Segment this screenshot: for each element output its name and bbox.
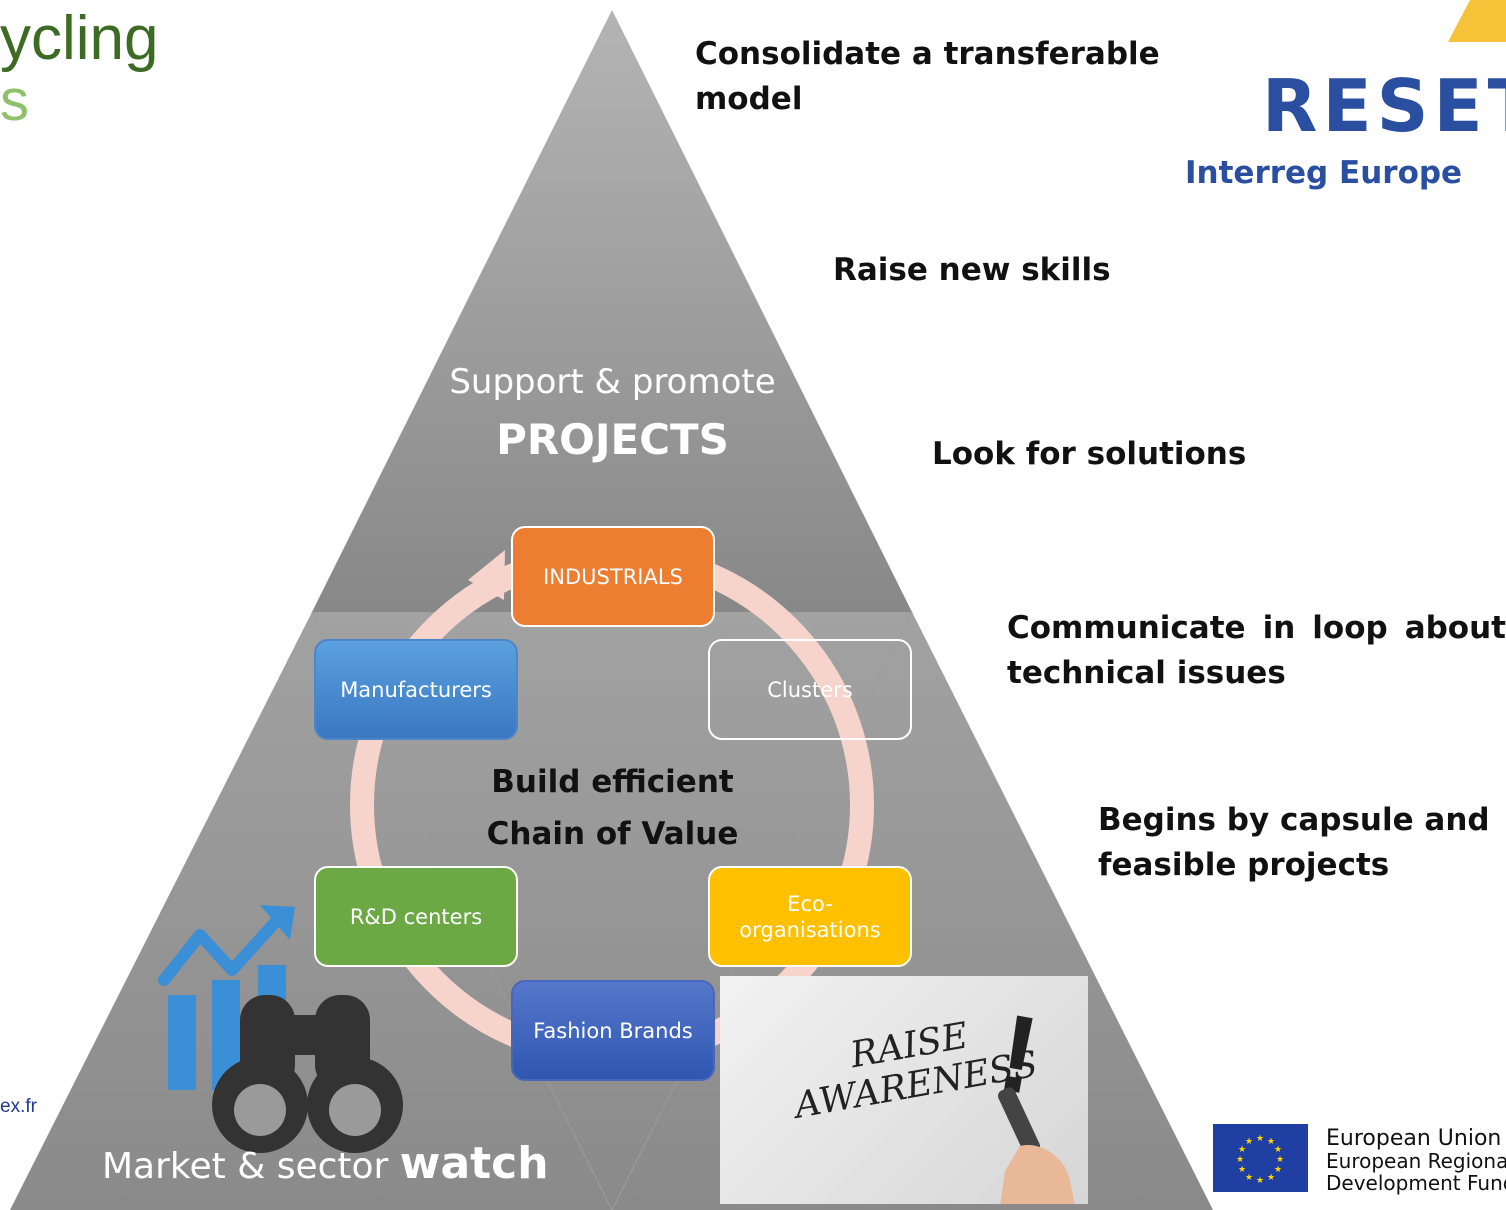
cycle-center-line2: Chain of Value [486, 816, 739, 852]
pyramid-top [312, 10, 912, 612]
eu-text-line3: Development Fund [1326, 1171, 1506, 1195]
reset-logo-name: RESET [1262, 64, 1506, 148]
node-industrials: INDUSTRIALS [511, 526, 715, 627]
svg-text:★: ★ [1256, 1176, 1264, 1186]
svg-text:★: ★ [1256, 1134, 1264, 1144]
cycle-arrowhead [468, 550, 505, 600]
page-title: ycling [0, 4, 159, 73]
cycle-center: Build efficient Chain of Value [440, 756, 785, 860]
eu-text-line1: European Union [1326, 1126, 1502, 1151]
node-manufacturers: Manufacturers [314, 639, 518, 740]
pyramid-bottom-label: Market & sector watch [102, 1138, 549, 1189]
svg-text:★: ★ [1238, 1145, 1246, 1155]
node-eco-organisations: Eco-organisations [708, 866, 912, 967]
pyramid-top-line2: PROJECTS [496, 415, 729, 464]
binoculars-chart-icon [158, 905, 403, 1153]
eu-text: European Union European Regional Develop… [1326, 1126, 1506, 1195]
svg-text:★: ★ [1274, 1145, 1282, 1155]
svg-text:★: ★ [1245, 1137, 1253, 1147]
eu-text-line2: European Regional [1326, 1149, 1506, 1173]
node-clusters: Clusters [708, 639, 912, 740]
footer-url: ex.fr [0, 1096, 37, 1117]
objective-3: Look for solutions [932, 436, 1247, 472]
svg-text:★: ★ [1245, 1173, 1253, 1183]
eu-flag-icon: ★★★ ★★★ ★★★ ★★★ [1213, 1124, 1308, 1192]
svg-text:★: ★ [1238, 1165, 1246, 1175]
objective-2: Raise new skills [833, 252, 1111, 288]
objective-5: Begins by capsule and feasible projects [1098, 802, 1490, 883]
pyramid-top-line1: Support & promote [449, 362, 776, 402]
eu-stars-icon: ★★★ ★★★ ★★★ ★★★ [1236, 1134, 1284, 1186]
objective-1: Consolidate a transferable model [695, 36, 1160, 117]
interreg-logo: Interreg Europe [1185, 155, 1463, 191]
svg-text:★: ★ [1267, 1137, 1275, 1147]
objective-4: Communicate in loop about technical issu… [1007, 610, 1506, 691]
svg-text:★: ★ [1276, 1155, 1284, 1165]
page-subtitle: s [0, 68, 29, 133]
svg-text:★: ★ [1274, 1165, 1282, 1175]
svg-text:★: ★ [1236, 1155, 1244, 1165]
node-rd-centers: R&D centers [314, 866, 518, 967]
svg-text:★: ★ [1267, 1173, 1275, 1183]
raise-awareness-photo: RAISE AWARENESS ! [720, 976, 1088, 1204]
hand-marker-icon [998, 1087, 1075, 1204]
reset-logo-mark [1448, 0, 1506, 42]
cycle-center-line1: Build efficient [491, 764, 734, 800]
node-fashion-brands: Fashion Brands [511, 980, 715, 1081]
